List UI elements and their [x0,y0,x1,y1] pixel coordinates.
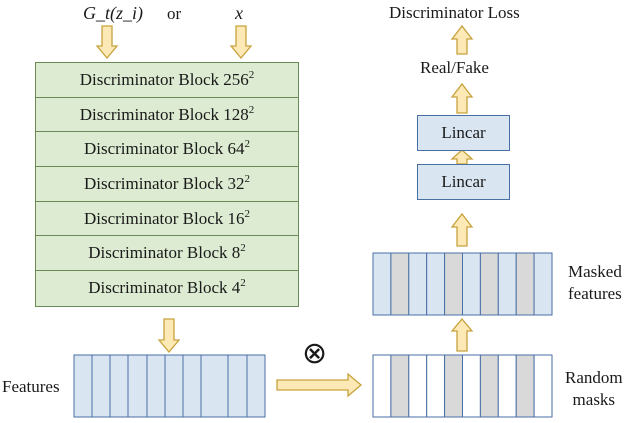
discriminator-loss-label: Discriminator Loss [389,3,520,22]
generator-label: G_t(z_i) [83,3,143,23]
discriminator-block: Discriminator Block 1282 [36,97,298,133]
masked-features-strip [372,252,553,316]
arrow-masked-to-linear [450,212,474,247]
masked-features-label: Masked features [568,262,622,303]
arrow-stack-to-features [157,318,181,354]
discriminator-stack: Discriminator Block 2562 Discriminator B… [35,62,299,307]
arrow-realfake-to-loss [450,24,474,55]
random-masks-strip [372,354,553,418]
or-label: or [167,4,182,23]
linear-layer-bottom: Lincar [417,164,510,200]
discriminator-block: Discriminator Block 642 [36,132,298,168]
arrow-linear-to-linear [450,149,474,165]
discriminator-block: Discriminator Block 82 [36,236,298,272]
features-label: Features [2,377,60,396]
arrow-generator-input [95,25,119,60]
arrow-masks-to-masked [450,317,474,352]
random-masks-label: Random masks [565,368,623,409]
discriminator-block: Discriminator Block 162 [36,201,298,237]
multiply-icon: ⊗ [302,336,328,371]
arrow-x-input [229,25,253,60]
arrow-features-to-masks [276,372,363,398]
discriminator-block: Discriminator Block 322 [36,167,298,202]
discriminator-block: Discriminator Block 42 [36,271,298,306]
arrow-linear-to-realfake [450,82,474,114]
linear-layer-top: Lincar [417,115,510,151]
x-label: x [235,3,243,23]
discriminator-block: Discriminator Block 2562 [36,63,298,98]
real-fake-label: Real/Fake [420,58,489,77]
features-strip [73,354,266,418]
